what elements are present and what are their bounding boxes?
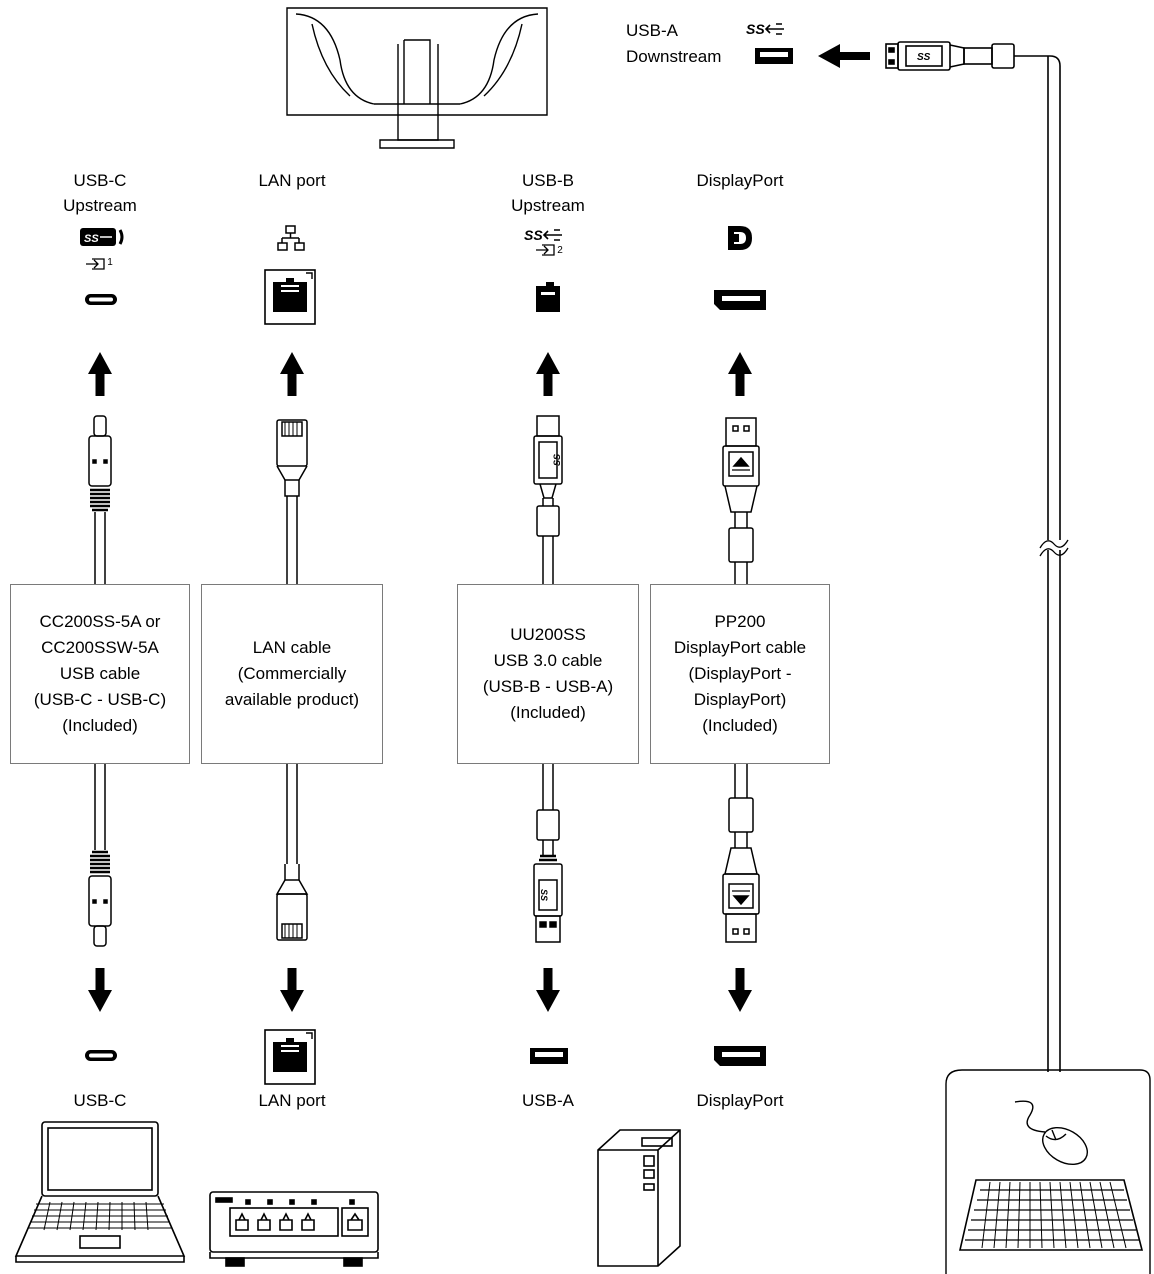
cable-box-lan: LAN cable (Commercially available produc… (201, 584, 383, 764)
display-input-icon (86, 258, 105, 270)
cable-box-usb-c: CC200SS-5A or CC200SSW-5A USB cable (USB… (10, 584, 190, 764)
usb-superspeed-icon: SS (524, 227, 562, 243)
arrow-icon (88, 968, 112, 1012)
port-label-lan-top: LAN port (258, 171, 326, 190)
network-switch-icon (209, 1191, 379, 1267)
port-label-usb-c-bottom: USB-C (73, 1091, 127, 1110)
usb-b-plug-icon (533, 415, 563, 584)
displayport-plug-icon (722, 764, 760, 943)
lan-plug-icon (275, 764, 309, 941)
usb-a-label: USB-A (626, 21, 678, 40)
usb-b-footnote: 2 (557, 245, 563, 256)
network-icon (277, 225, 305, 251)
cable-box-usb-b: UU200SS USB 3.0 cable (USB-B - USB-A) (I… (457, 584, 639, 764)
displayport-plug-icon (722, 417, 760, 584)
svg-text:SS: SS (84, 233, 99, 245)
displayport-port-icon (714, 290, 766, 310)
peripheral-frame (945, 1069, 1151, 1274)
arrow-icon (536, 968, 560, 1012)
desktop-pc-icon (597, 1129, 681, 1267)
arrow-icon (88, 352, 112, 396)
svg-text:SS: SS (524, 227, 543, 243)
cable-box-displayport: PP200 DisplayPort cable (DisplayPort - D… (650, 584, 830, 764)
lan-port-icon (264, 1029, 316, 1085)
port-label-lan-bottom: LAN port (258, 1091, 326, 1110)
displayport-logo-icon (728, 226, 752, 250)
usb-superspeed-icon: SS (746, 21, 784, 37)
port-label-displayport-top: DisplayPort (696, 171, 784, 190)
usb-c-plug-icon (88, 764, 112, 947)
usb-c-footnote: 1 (107, 257, 113, 268)
laptop-icon (14, 1121, 186, 1263)
svg-text:SS: SS (746, 21, 765, 37)
arrow-icon (818, 44, 870, 68)
svg-text:SS: SS (539, 889, 549, 901)
port-label-usb-b-top: USB-B Upstream (511, 171, 585, 215)
svg-text:SS: SS (917, 52, 931, 63)
displayport-port-icon (714, 1046, 766, 1066)
port-label-usb-a-bottom: USB-A (522, 1091, 574, 1110)
lan-port-icon (264, 269, 316, 325)
mouse-icon (1014, 1100, 1088, 1166)
svg-text:SS: SS (552, 454, 562, 466)
usb-a-plug-icon (885, 41, 1069, 1072)
arrow-icon (728, 352, 752, 396)
arrow-icon (280, 968, 304, 1012)
usb-c-plug-icon (88, 415, 112, 584)
usb-b-port-icon (536, 282, 560, 312)
monitor-icon (286, 7, 548, 149)
keyboard-icon (958, 1179, 1144, 1251)
lan-plug-icon (276, 419, 308, 584)
downstream-label: Downstream (626, 47, 722, 66)
port-label-usb-c-top: USB-C Upstream (63, 171, 137, 215)
arrow-icon (728, 968, 752, 1012)
arrow-icon (280, 352, 304, 396)
usb-a-plug-icon (533, 764, 563, 943)
arrow-icon (536, 352, 560, 396)
usb-superspeed-icon: SS (80, 228, 124, 246)
port-label-displayport-bottom: DisplayPort (696, 1091, 784, 1110)
display-input-icon (536, 244, 555, 256)
